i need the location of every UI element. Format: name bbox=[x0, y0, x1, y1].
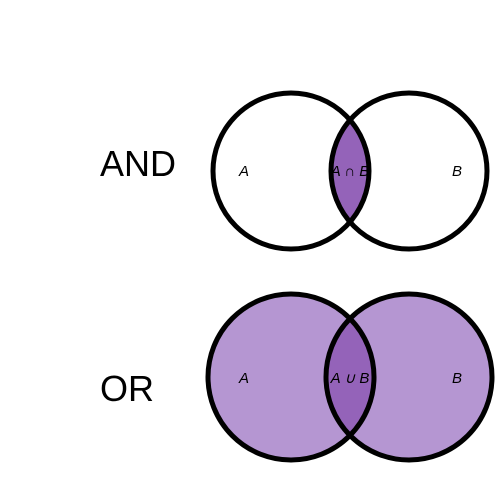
and-set-b-label: B bbox=[452, 163, 462, 180]
or-set-b-circle bbox=[326, 294, 492, 460]
or-operation-label: OR bbox=[100, 368, 154, 409]
or-set-a-circle bbox=[208, 294, 374, 460]
or-overlap-label: A ∪ B bbox=[330, 370, 370, 387]
or-set-a-outline bbox=[205, 291, 377, 463]
and-set-a-circle bbox=[213, 93, 369, 249]
and-set-b-circle bbox=[331, 93, 487, 249]
or-set-b-label: B bbox=[452, 370, 462, 387]
or-venn-diagram: A A ∪ B B bbox=[205, 291, 495, 463]
and-set-a-outline bbox=[210, 90, 372, 252]
and-operation-label: AND bbox=[100, 143, 177, 184]
and-venn-diagram: A A ∩ B B bbox=[210, 90, 490, 252]
and-set-b-outline bbox=[328, 90, 490, 252]
or-set-a-label: A bbox=[238, 370, 249, 387]
and-overlap-label: A ∩ B bbox=[330, 163, 370, 180]
or-set-b-outline bbox=[323, 291, 495, 463]
and-set-a-label: A bbox=[238, 163, 249, 180]
